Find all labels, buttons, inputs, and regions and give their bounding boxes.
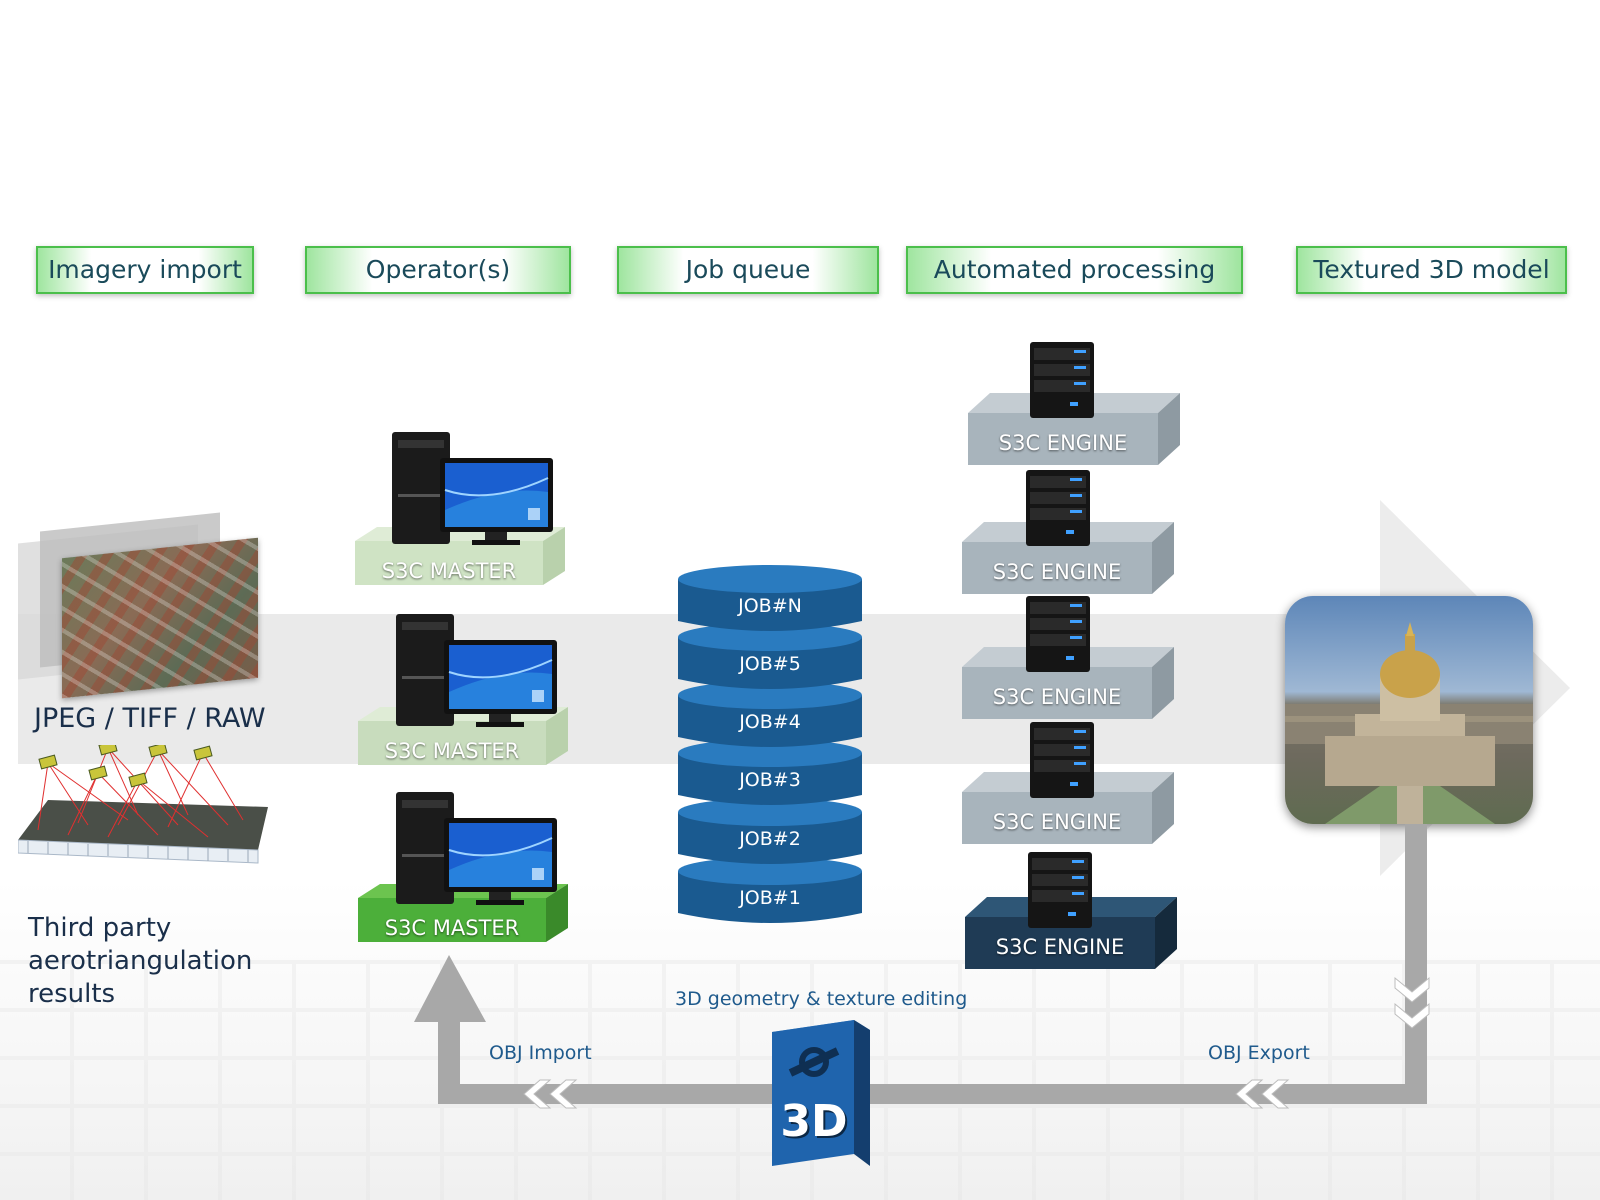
header-textured-3d-model: Textured 3D model [1296,246,1567,294]
engine-label-4: S3C ENGINE [992,810,1122,834]
master-label-3: S3C MASTER [384,916,520,940]
job-label: JOB#2 [739,828,801,850]
header-job-queue: Job queue [617,246,879,294]
textured-model-photo [1285,596,1533,824]
engine-platform-2: S3C ENGINE [962,522,1174,598]
computer-icon [396,614,557,727]
editing-label: 3D geometry & texture editing [675,988,968,1010]
job-label: JOB#3 [739,769,801,791]
engine-label-2: S3C ENGINE [992,560,1122,584]
obj-import-label: OBJ Import [489,1042,592,1064]
job-label: JOB#5 [739,653,801,675]
job-disk-5 [678,798,862,864]
engine-platform-1: S3C ENGINE [968,393,1180,469]
third-party-line-3: results [28,979,116,1009]
header-automated-processing: Automated processing [906,246,1243,294]
aerotriangulation-graphic [18,745,268,864]
formats-label: JPEG / TIFF / RAW [34,703,266,734]
job-disk-2 [678,623,862,689]
server-icon [1030,722,1094,798]
header-operators: Operator(s) [305,246,571,294]
server-icon [1030,342,1094,418]
job-disk-4 [678,739,862,805]
server-icon [1026,596,1090,672]
third-party-label: Third party aerotriangulation results [28,912,252,1011]
computer-icon [396,792,557,905]
header-imagery-import: Imagery import [36,246,254,294]
server-icon [1028,852,1092,928]
logo-3d-text: 3D [780,1096,848,1147]
engine-label-5: S3C ENGINE [995,935,1125,959]
job-label: JOB#1 [739,887,801,909]
job-label: JOB#4 [739,711,801,733]
job-disk-6 [678,857,862,923]
server-icon [1026,470,1090,546]
master-label-1: S3C MASTER [381,559,517,583]
computer-icon [392,432,553,545]
master-label-2: S3C MASTER [384,739,520,763]
job-label: JOB#N [738,595,802,617]
job-disk-1 [678,565,862,631]
third-party-line-2: aerotriangulation [28,946,253,976]
3d-editor-logo: 3D [762,1018,882,1168]
third-party-line-1: Third party [28,913,172,943]
engine-label-1: S3C ENGINE [998,431,1128,455]
engine-label-3: S3C ENGINE [992,685,1122,709]
engine-platform-5-active: S3C ENGINE [965,897,1177,973]
obj-export-label: OBJ Export [1208,1042,1310,1064]
job-disk-3 [678,681,862,747]
